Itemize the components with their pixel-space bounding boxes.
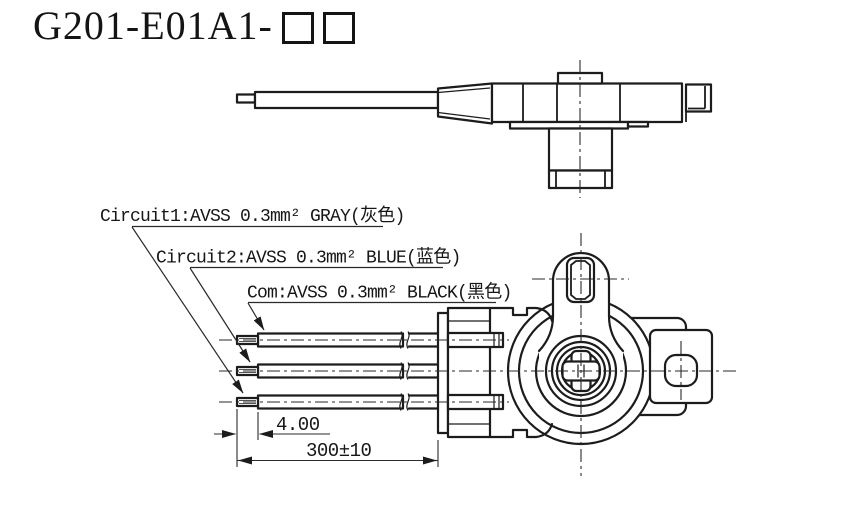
side-view-cable-tip xyxy=(235,93,257,104)
connector-housing-inner-lines xyxy=(448,320,490,425)
connector-lip-walls xyxy=(555,170,606,188)
label-com: Com:AVSS 0.3mm² BLACK(黑色) xyxy=(247,282,511,304)
wire2-tip-hatch xyxy=(239,369,256,373)
right-extension-inner xyxy=(688,86,706,110)
wire1-end-segment xyxy=(407,332,440,348)
overmold-bottom-edge xyxy=(488,422,554,439)
label-circuit1: Circuit1:AVSS 0.3mm² GRAY(灰色) xyxy=(100,205,404,227)
wire-callouts: Circuit1:AVSS 0.3mm² GRAY(灰色) Circuit2:A… xyxy=(100,205,512,394)
wire2-end-segment xyxy=(407,363,440,379)
arm-slot-inner xyxy=(570,260,591,300)
wire1-tip-hatch xyxy=(239,338,256,342)
boot-inner-line-bottom xyxy=(437,111,491,120)
dimension-extension-lines xyxy=(236,409,439,467)
overmold-top-edge xyxy=(488,306,554,323)
side-view-cable xyxy=(253,90,440,110)
side-view-body xyxy=(490,82,684,124)
title-placeholder-box-1 xyxy=(281,12,314,44)
leader-circuit1 xyxy=(131,226,244,394)
drawing-title: G201-E01A1- xyxy=(33,6,355,46)
dim-length-text: 300±10 xyxy=(306,440,372,462)
connector-back-plate xyxy=(436,311,450,435)
front-view xyxy=(219,233,737,476)
label-circuit2: Circuit2:AVSS 0.3mm² BLUE(蓝色) xyxy=(156,247,460,269)
wire3-end-segment xyxy=(407,394,440,410)
leader-circuit2 xyxy=(189,267,251,363)
wire3-tip-hatch xyxy=(239,400,256,404)
dimension-annotations: 4.00 300±10 xyxy=(214,409,439,467)
connector-housing xyxy=(446,306,492,439)
leader-com xyxy=(247,302,265,331)
side-view xyxy=(235,60,713,198)
boot-inner-line-top xyxy=(437,87,491,94)
strain-relief-boot xyxy=(436,82,494,125)
right-extension xyxy=(684,83,713,113)
title-placeholder-box-2 xyxy=(322,12,355,44)
bottom-flange-ext xyxy=(626,120,650,128)
dim-strip-text: 4.00 xyxy=(276,414,320,436)
part-code: G201-E01A1- xyxy=(33,3,273,48)
body-section-lines xyxy=(522,83,621,122)
